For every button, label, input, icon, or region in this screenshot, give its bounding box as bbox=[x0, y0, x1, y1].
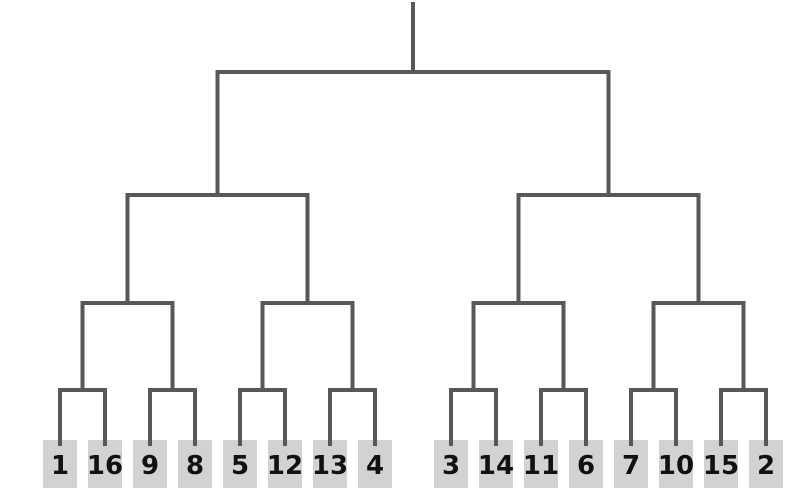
seed-box-8 bbox=[178, 440, 212, 488]
seed-label-10: 10 bbox=[658, 451, 694, 481]
connector-semi-left bbox=[125, 193, 310, 303]
connector-quarter-3 bbox=[471, 301, 566, 390]
seed-box-12 bbox=[268, 440, 302, 488]
seed-label-9: 9 bbox=[141, 451, 159, 481]
connector-final bbox=[215, 70, 611, 195]
connector-pair-11-6 bbox=[539, 388, 588, 446]
seed-label-14: 14 bbox=[478, 451, 514, 481]
seed-label-5: 5 bbox=[231, 451, 249, 481]
seed-labels: 1 16 9 8 5 12 13 4 3 14 11 6 7 10 15 2 bbox=[51, 451, 775, 481]
seed-boxes bbox=[43, 440, 783, 488]
connector-pair-15-2 bbox=[719, 388, 768, 446]
seed-label-11: 11 bbox=[523, 451, 559, 481]
seed-label-16: 16 bbox=[87, 451, 123, 481]
seed-label-4: 4 bbox=[366, 451, 384, 481]
seed-box-3 bbox=[434, 440, 468, 488]
seed-label-8: 8 bbox=[186, 451, 204, 481]
seed-box-6 bbox=[569, 440, 603, 488]
seed-box-16 bbox=[88, 440, 122, 488]
seed-label-1: 1 bbox=[51, 451, 69, 481]
seed-box-7 bbox=[614, 440, 648, 488]
seed-box-5 bbox=[223, 440, 257, 488]
connector-quarter-1 bbox=[80, 301, 175, 390]
connector-pair-9-8 bbox=[148, 388, 197, 446]
seed-box-2 bbox=[749, 440, 783, 488]
seed-box-14 bbox=[479, 440, 513, 488]
bracket-connectors bbox=[58, 2, 768, 446]
connector-quarter-4 bbox=[651, 301, 746, 390]
seed-label-6: 6 bbox=[577, 451, 595, 481]
seed-label-15: 15 bbox=[703, 451, 739, 481]
connector-pair-7-10 bbox=[629, 388, 678, 446]
seed-box-11 bbox=[524, 440, 558, 488]
seed-label-12: 12 bbox=[267, 451, 303, 481]
seed-label-13: 13 bbox=[312, 451, 348, 481]
seed-label-3: 3 bbox=[442, 451, 460, 481]
seed-label-7: 7 bbox=[622, 451, 640, 481]
seed-box-1 bbox=[43, 440, 77, 488]
seed-box-13 bbox=[313, 440, 347, 488]
seed-box-10 bbox=[659, 440, 693, 488]
seed-label-2: 2 bbox=[757, 451, 775, 481]
connector-semi-right bbox=[516, 193, 701, 303]
connector-pair-13-4 bbox=[328, 388, 377, 446]
connector-pair-3-14 bbox=[449, 388, 498, 446]
seed-box-15 bbox=[704, 440, 738, 488]
seed-box-9 bbox=[133, 440, 167, 488]
connector-quarter-2 bbox=[260, 301, 355, 390]
connector-pair-1-16 bbox=[58, 388, 107, 446]
seed-box-4 bbox=[358, 440, 392, 488]
connector-pair-5-12 bbox=[238, 388, 287, 446]
